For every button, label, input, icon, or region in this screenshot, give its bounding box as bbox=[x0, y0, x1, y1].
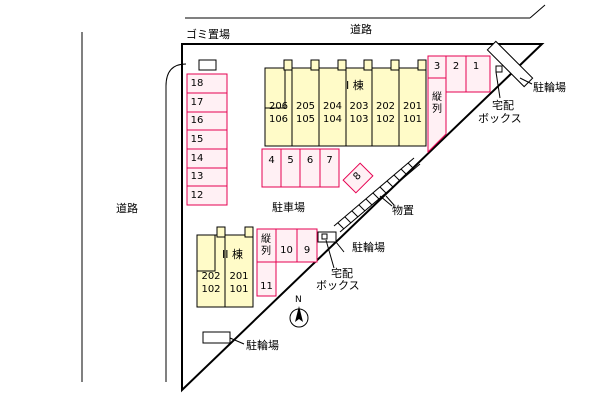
unit-206: 206 bbox=[268, 101, 289, 112]
tandem-top-1: 縦 bbox=[432, 92, 442, 103]
garbage-area bbox=[198, 59, 217, 71]
unit-105: 105 bbox=[295, 114, 316, 125]
bike-mid-label: 駐輪場 bbox=[352, 241, 385, 254]
parking-14: 14 bbox=[190, 153, 204, 164]
north-arrow-icon bbox=[289, 306, 309, 328]
delivery-box-right bbox=[495, 65, 503, 73]
parking-left-group bbox=[186, 73, 228, 206]
delivery-mid-label-2: ボックス bbox=[316, 279, 360, 292]
unit-101: 101 bbox=[402, 114, 423, 125]
bike-bottom-leader bbox=[229, 337, 245, 345]
parking-top-group bbox=[427, 55, 491, 154]
tandem-top-2: 列 bbox=[432, 104, 442, 115]
building-2-name: II 棟 bbox=[222, 248, 243, 261]
parking-17: 17 bbox=[190, 97, 204, 108]
parking-left-outline bbox=[186, 73, 228, 206]
building-1-shape bbox=[264, 59, 427, 147]
north-label: N bbox=[295, 295, 302, 305]
unit-2-102: 102 bbox=[201, 284, 221, 295]
delivery-box-mid bbox=[321, 233, 328, 240]
building-1-name: I 棟 bbox=[346, 79, 364, 92]
bike-right-leader bbox=[519, 77, 533, 85]
parking-label: 駐車場 bbox=[272, 201, 305, 214]
unit-2-101: 101 bbox=[229, 284, 249, 295]
parking-7: 7 bbox=[326, 155, 333, 166]
unit-104: 104 bbox=[322, 114, 343, 125]
unit-204: 204 bbox=[322, 101, 343, 112]
unit-201: 201 bbox=[402, 101, 423, 112]
road-left-label: 道路 bbox=[116, 202, 138, 215]
unit-102: 102 bbox=[375, 114, 396, 125]
road-top-label: 道路 bbox=[350, 23, 372, 36]
bike-mid-leader bbox=[335, 241, 345, 253]
road-top-corner bbox=[529, 4, 546, 19]
parking-15: 15 bbox=[190, 134, 204, 145]
delivery-right-label-2: ボックス bbox=[478, 112, 522, 125]
parking-lower-group bbox=[256, 228, 318, 297]
unit-202: 202 bbox=[375, 101, 396, 112]
parking-1: 1 bbox=[472, 61, 480, 72]
parking-8 bbox=[342, 162, 374, 194]
delivery-right-label-1: 宅配 bbox=[492, 99, 514, 112]
parking-13: 13 bbox=[190, 171, 204, 182]
unit-103: 103 bbox=[349, 114, 369, 125]
bike-parking-bottom bbox=[202, 331, 231, 344]
delivery-right-leader bbox=[495, 71, 501, 99]
unit-2-202: 202 bbox=[201, 271, 221, 282]
unit-205: 205 bbox=[295, 101, 316, 112]
parking-9: 9 bbox=[303, 245, 311, 256]
parking-10: 10 bbox=[280, 245, 293, 256]
unit-2-201: 201 bbox=[229, 271, 249, 282]
parking-18: 18 bbox=[190, 78, 204, 89]
building-2-shape bbox=[196, 226, 254, 308]
delivery-mid-label-1: 宅配 bbox=[331, 267, 353, 280]
site-boundary bbox=[181, 43, 545, 393]
bike-parking-right bbox=[486, 40, 534, 88]
parking-6: 6 bbox=[306, 155, 314, 166]
parking-2: 2 bbox=[452, 61, 460, 72]
unit-106: 106 bbox=[268, 114, 289, 125]
parking-3: 3 bbox=[433, 61, 441, 72]
bike-bottom-label: 駐輪場 bbox=[246, 339, 279, 352]
tandem-lower-1: 縦 bbox=[261, 234, 271, 245]
tandem-lower-2: 列 bbox=[261, 246, 271, 257]
parking-5: 5 bbox=[287, 155, 294, 166]
parking-12: 12 bbox=[190, 190, 204, 201]
bike-right-label: 駐輪場 bbox=[533, 81, 566, 94]
unit-203: 203 bbox=[349, 101, 369, 112]
parking-16: 16 bbox=[190, 115, 204, 126]
storage-strip bbox=[333, 157, 421, 233]
parking-11: 11 bbox=[260, 281, 273, 292]
parking-mid-group bbox=[261, 148, 340, 188]
delivery-mid-leader bbox=[325, 239, 335, 269]
parking-4: 4 bbox=[268, 155, 275, 166]
storage-leader bbox=[385, 195, 395, 206]
storage-label: 物置 bbox=[392, 204, 414, 217]
garbage-label: ゴミ置場 bbox=[186, 28, 230, 41]
